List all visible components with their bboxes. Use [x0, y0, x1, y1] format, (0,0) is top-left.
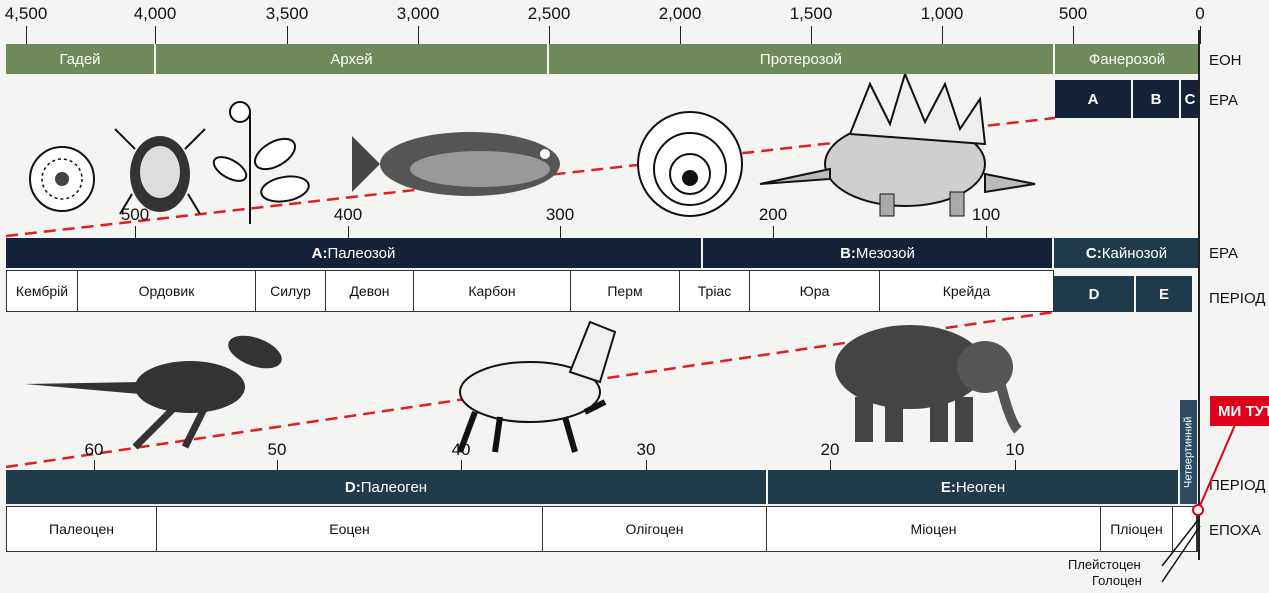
tick: [1200, 26, 1201, 44]
tick: [942, 26, 943, 44]
mid-axis-tick-label: 200: [759, 205, 787, 225]
ceno-period-d-small: D: [1054, 276, 1134, 312]
top-axis-tick-label: 500: [1059, 4, 1087, 24]
top-axis-tick-label: 3,500: [266, 4, 309, 24]
eon-archean: Архей: [156, 44, 547, 74]
era-mesozoic-letter: B:: [840, 245, 856, 262]
eon-hadean: Гадей: [6, 44, 154, 74]
bug-icon: [115, 129, 205, 214]
fish-icon: [352, 132, 560, 196]
plant-icon: [210, 102, 311, 224]
ceno-period-e-small: E: [1136, 276, 1192, 312]
period-permian: Перм: [571, 271, 680, 311]
era-paleozoic: A:Палеозой: [6, 238, 701, 268]
era-cenozoic-name: Кайнозой: [1102, 245, 1167, 262]
period-devonian: Девон: [326, 271, 414, 311]
period-carboniferous: Карбон: [414, 271, 571, 311]
epoch-pleistocene: Плейстоцен: [1068, 557, 1141, 572]
period-cambrian: Кембрій: [7, 271, 78, 311]
top-axis-tick-label: 2,500: [528, 4, 571, 24]
horse-icon: [460, 322, 615, 452]
tick: [348, 226, 349, 238]
period-cretaceous: Крейда: [880, 271, 1053, 311]
tick: [94, 460, 95, 470]
row-label-eon: ЕОН: [1209, 52, 1242, 69]
tick: [155, 26, 156, 44]
top-axis-tick-label: 1,500: [790, 4, 833, 24]
tick: [1073, 26, 1074, 44]
bottom-axis-tick-label: 50: [268, 440, 287, 460]
top-axis-tick-label: 3,000: [397, 4, 440, 24]
era-cenozoic-letter: C:: [1086, 245, 1102, 262]
epoch-eocene: Еоцен: [157, 507, 543, 551]
period-jurassic: Юра: [750, 271, 880, 311]
bottom-axis-tick-label: 60: [85, 440, 104, 460]
cell-icon: [30, 147, 94, 211]
top-axis-tick-label: 0: [1195, 4, 1204, 24]
mid-axis-tick-label: 400: [334, 205, 362, 225]
period-neogene-name: Неоген: [956, 479, 1005, 496]
tick: [26, 26, 27, 44]
top-axis-tick-label: 4,500: [5, 4, 48, 24]
tick: [549, 26, 550, 44]
epoch-miocene: Міоцен: [767, 507, 1101, 551]
tick: [560, 226, 561, 238]
period-paleogene-letter: D:: [345, 479, 361, 496]
bottom-axis-tick-label: 40: [452, 440, 471, 460]
tick: [646, 460, 647, 470]
period-ordovician: Ордовик: [78, 271, 256, 311]
row-label-epoch: ЕПОХА: [1209, 522, 1261, 539]
period-neogene-letter: E:: [941, 479, 956, 496]
epoch-oligocene: Олігоцен: [543, 507, 767, 551]
elephant-icon: [835, 325, 1018, 442]
bottom-axis-tick-label: 20: [821, 440, 840, 460]
stegosaurus-icon: [760, 74, 1035, 216]
top-axis-tick-label: 1,000: [921, 4, 964, 24]
tick: [461, 460, 462, 470]
phanerozoic-illustrations: [0, 74, 1200, 239]
bottom-axis-tick-label: 30: [637, 440, 656, 460]
top-axis-tick-label: 2,000: [659, 4, 702, 24]
tick: [986, 226, 987, 238]
tick: [277, 460, 278, 470]
tick: [830, 460, 831, 470]
dinosaur-icon: [25, 329, 286, 447]
period-paleogene: D:Палеоген: [6, 470, 766, 504]
era-paleozoic-name: Палеозой: [328, 245, 396, 262]
tick: [418, 26, 419, 44]
row-label-era: ЕРА: [1209, 92, 1238, 109]
small-epochs-pointer: [1140, 520, 1210, 590]
tick: [773, 226, 774, 238]
epoch-paleocene: Палеоцен: [7, 507, 157, 551]
shell-icon: [638, 112, 742, 216]
epoch-holocene: Голоцен: [1092, 573, 1142, 588]
row-label-period: ПЕРІОД: [1209, 290, 1265, 307]
period-paleogene-name: Палеоген: [361, 479, 427, 496]
row-label-era-2: ЕРА: [1209, 245, 1238, 262]
period-neogene: E:Неоген: [768, 470, 1178, 504]
mid-axis-tick-label: 100: [972, 205, 1000, 225]
tick: [135, 226, 136, 238]
we-are-here-label: МИ ТУТ: [1210, 396, 1269, 426]
era-paleozoic-letter: A:: [312, 245, 328, 262]
top-axis-tick-label: 4,000: [134, 4, 177, 24]
bottom-axis-tick-label: 10: [1006, 440, 1025, 460]
period-triassic: Тріас: [680, 271, 750, 311]
era-mesozoic-name: Мезозой: [856, 245, 915, 262]
mid-axis-tick-label: 300: [546, 205, 574, 225]
tick: [680, 26, 681, 44]
mid-axis-tick-label: 500: [121, 205, 149, 225]
eon-phanerozoic: Фанерозой: [1055, 44, 1199, 74]
era-mesozoic: B:Мезозой: [703, 238, 1052, 268]
tick: [1015, 460, 1016, 470]
tick: [811, 26, 812, 44]
tick: [287, 26, 288, 44]
period-silurian: Силур: [256, 271, 326, 311]
eon-proterozoic: Протерозой: [549, 44, 1053, 74]
era-cenozoic: C:Кайнозой: [1054, 238, 1199, 268]
